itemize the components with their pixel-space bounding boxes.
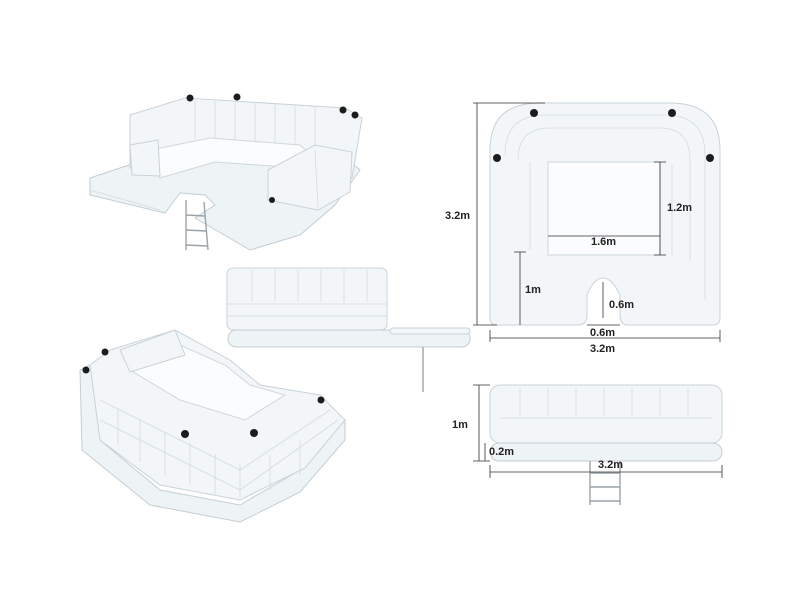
cup-holder-icon bbox=[269, 197, 275, 203]
front-view: 1m 0.2m 3.2m bbox=[452, 384, 723, 505]
cup-holder-icon bbox=[101, 348, 109, 356]
dim-front-base-thickness: 0.2m bbox=[489, 446, 514, 458]
iso-bottom-seams bbox=[117, 410, 301, 498]
ladder-icon bbox=[589, 461, 621, 505]
dim-top-inner-width: 1.6m bbox=[591, 236, 616, 248]
dim-top-width: 3.2m bbox=[590, 343, 615, 355]
cup-holder-icon bbox=[706, 154, 714, 162]
side-view-seams bbox=[251, 270, 368, 302]
iso-view-top bbox=[89, 93, 363, 251]
cup-holder-icon bbox=[181, 430, 189, 438]
dim-top-height: 3.2m bbox=[445, 210, 470, 222]
cup-holder-icon bbox=[351, 111, 359, 119]
cup-holder-icon bbox=[82, 366, 90, 374]
dim-front-width: 3.2m bbox=[598, 459, 623, 471]
cup-holder-icon bbox=[186, 94, 194, 102]
top-view: 3.2m 1.2m 1.6m 1m 0.6m 0.6m 3.2m bbox=[445, 102, 721, 355]
dim-top-cutout-width: 0.6m bbox=[590, 327, 615, 339]
cup-holder-icon bbox=[317, 396, 325, 404]
dim-top-inner-depth: 1.2m bbox=[667, 202, 692, 214]
cup-holder-icon bbox=[339, 106, 347, 114]
cup-holder-icon bbox=[233, 93, 241, 101]
ladder-icon bbox=[185, 200, 209, 251]
dim-top-side-length: 1m bbox=[525, 284, 541, 296]
cup-holder-icon bbox=[250, 429, 258, 437]
dim-top-cutout-depth: 0.6m bbox=[609, 299, 634, 311]
iso-top-seams bbox=[194, 100, 316, 150]
cup-holder-icon bbox=[530, 109, 538, 117]
dim-front-height: 1m bbox=[452, 419, 468, 431]
iso-view-bottom bbox=[79, 329, 346, 523]
side-view bbox=[226, 267, 471, 392]
cup-holder-icon bbox=[668, 109, 676, 117]
cup-holder-icon bbox=[493, 154, 501, 162]
front-view-seams bbox=[519, 388, 689, 416]
